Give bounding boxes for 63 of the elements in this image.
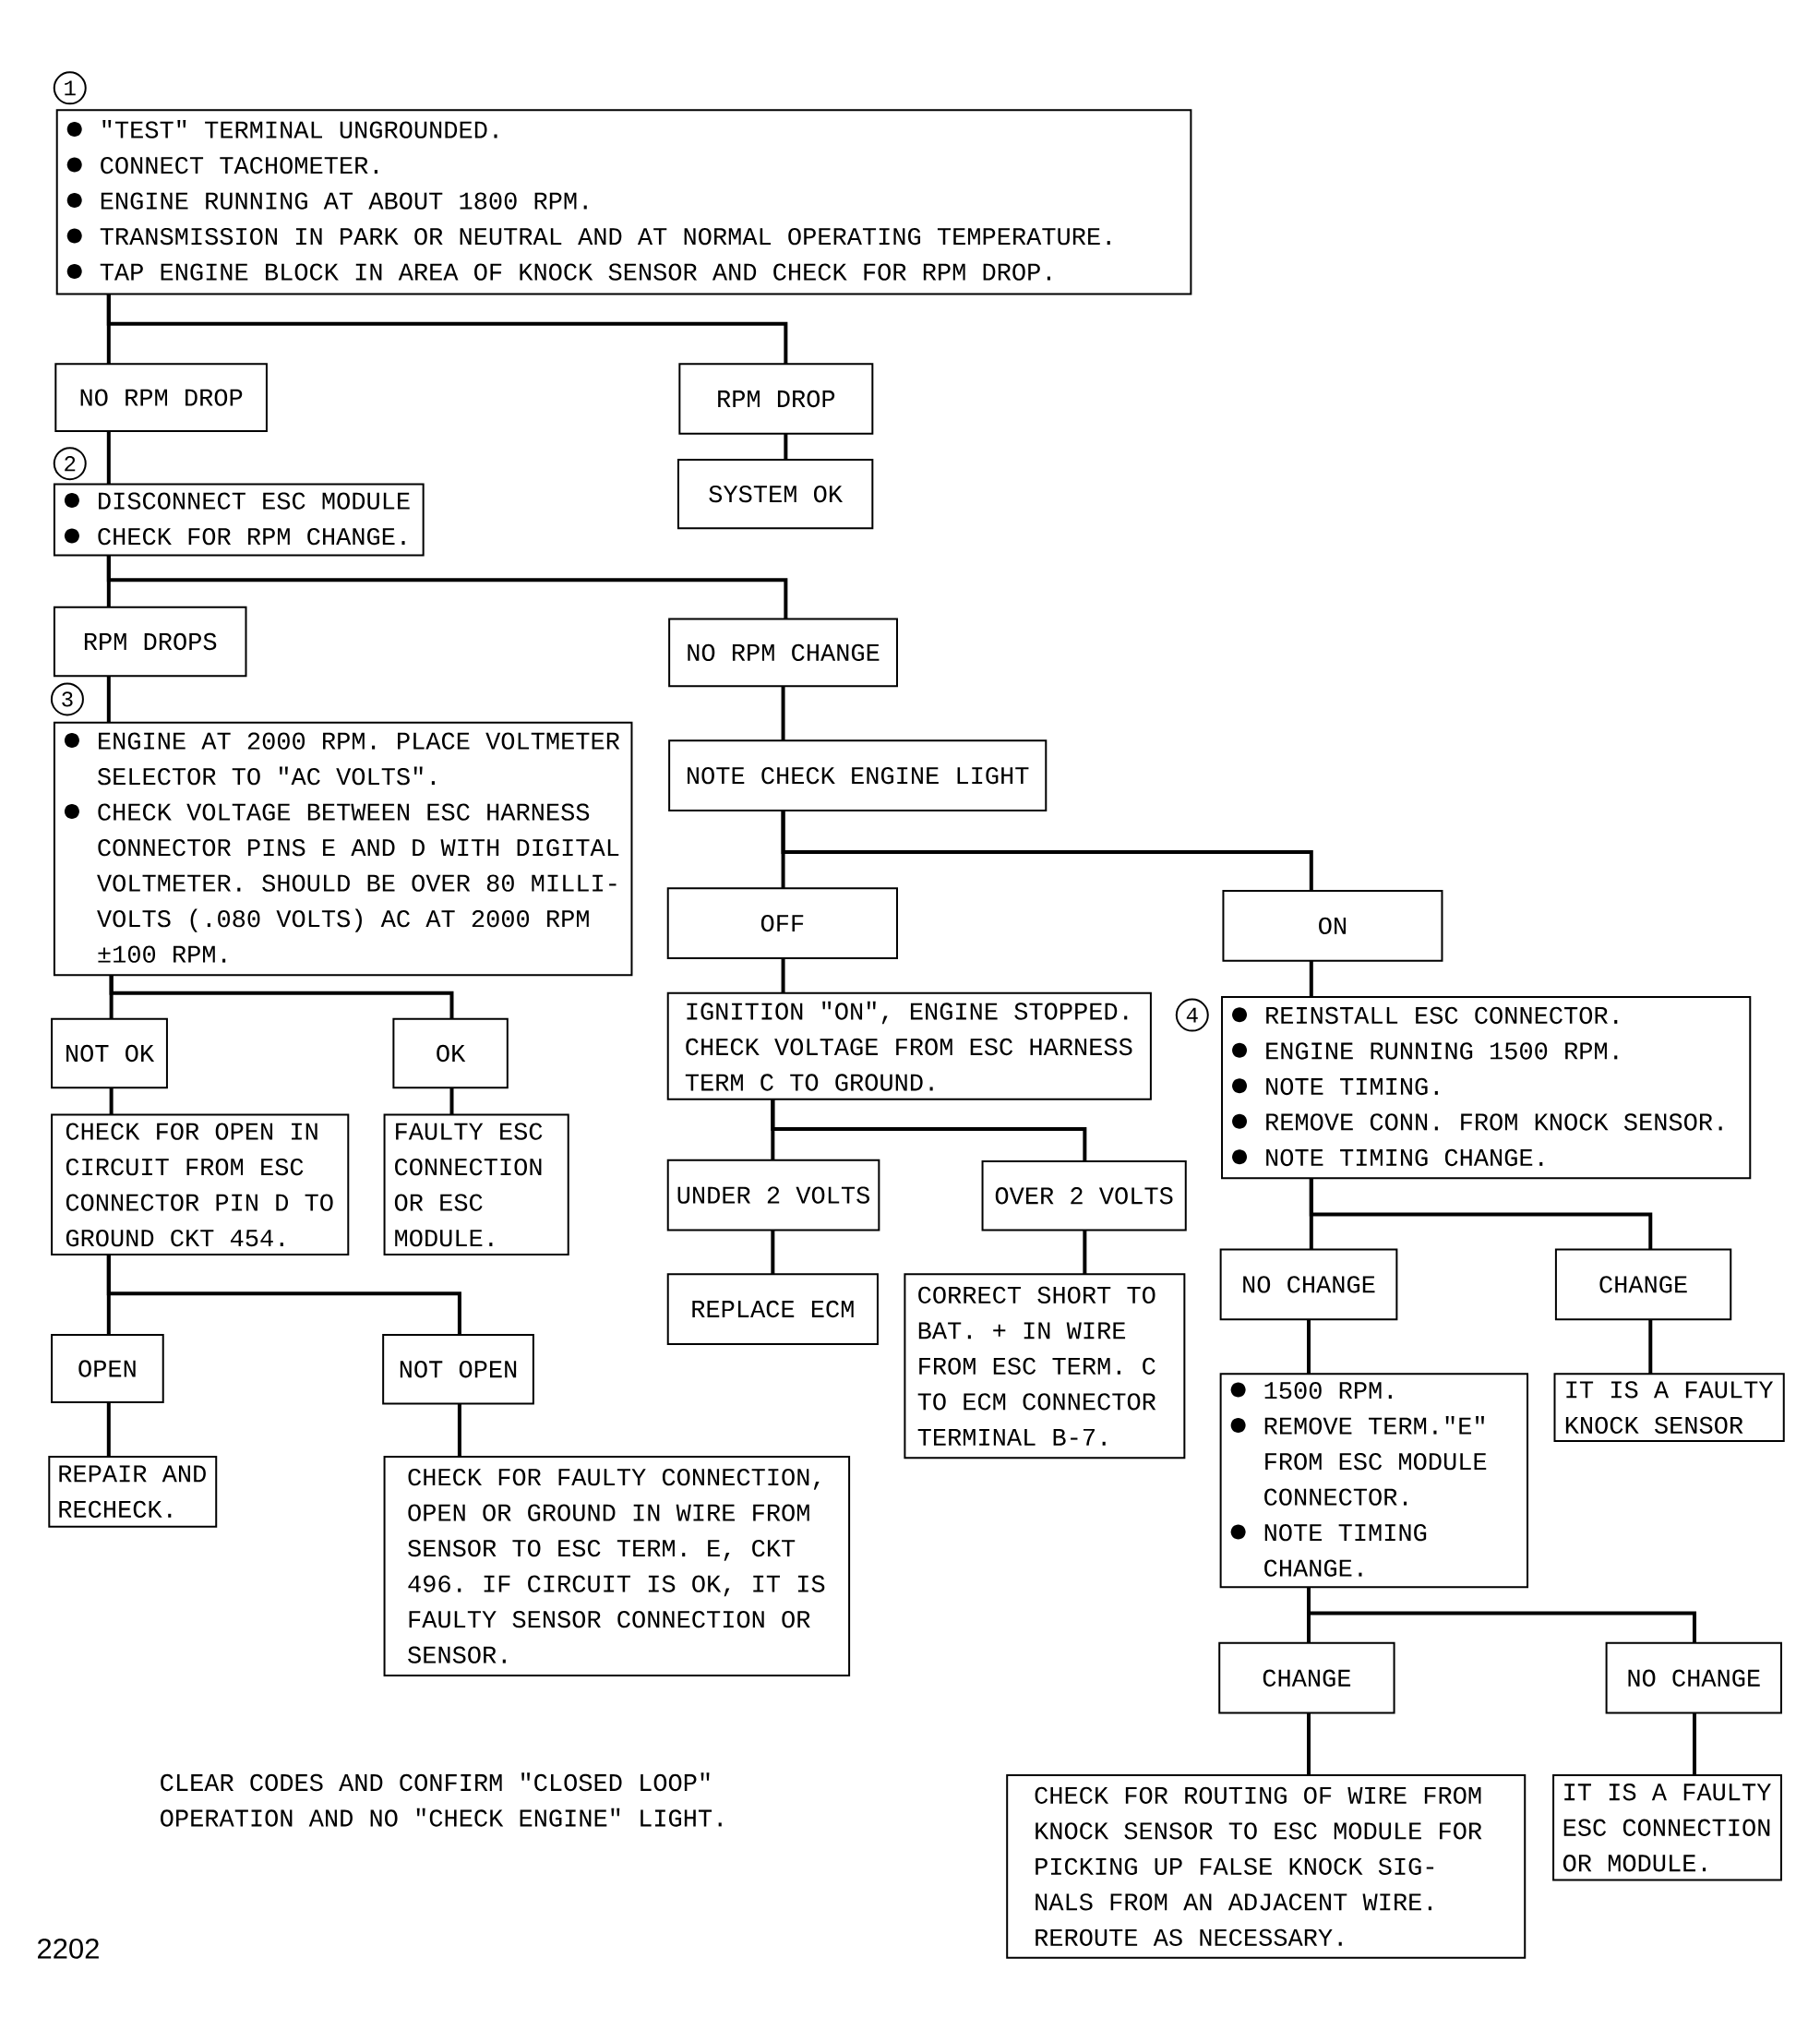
connector-line [1309, 960, 1313, 997]
process-box: ON [1222, 889, 1443, 962]
step-number: 3 [50, 682, 84, 716]
process-box: OVER 2 VOLTS [981, 1160, 1187, 1231]
process-box: UNDER 2 VOLTS [666, 1159, 880, 1231]
connector-line [1648, 1319, 1653, 1375]
process-box: NOT OPEN [382, 1334, 534, 1405]
connector-line [1307, 1712, 1311, 1775]
process-box: CORRECT SHORT TO BAT. + IN WIRE FROM ESC TERM. C TO ECM CONNECTOR TERMINAL B-7. [904, 1273, 1186, 1459]
process-box: OK [392, 1017, 509, 1089]
process-box: RPM DROP [678, 363, 874, 435]
process-box: CHECK FOR FAULTY CONNECTION, OPEN OR GROUND IN WIRE FROM SENSOR TO ESC TERM. E, CKT 496. IF CIRCUIT IS OK, IT IS FAULTY SENSOR CONNECTION OR SENSOR. [383, 1455, 851, 1676]
connector-line [106, 294, 788, 365]
process-box: NO CHANGE [1605, 1641, 1782, 1714]
step-number: 2 [53, 447, 87, 481]
process-box: OFF [666, 887, 898, 959]
connector-line [1692, 1712, 1696, 1775]
connector-line [106, 431, 111, 485]
step-number: 4 [1175, 998, 1209, 1032]
process-box: REINSTALL ESC CONNECTOR. ENGINE RUNNING 1500 RPM. NOTE TIMING. REMOVE CONN. FROM KNOCK SENSOR. NOTE TIMING CHANGE. [1221, 996, 1752, 1180]
connector-line [781, 686, 785, 741]
process-box: "TEST" TERMINAL UNGROUNDED. CONNECT TACHOMETER. ENGINE RUNNING AT ABOUT 1800 RPM. TRANSMISSION IN PARK OR NEUTRAL AND AT NORMAL OPERATING TEMPERATURE. TAP ENGINE BLOCK IN AREA OF KNOCK SENSOR AND CHECK FOR RPM DROP. [55, 109, 1192, 295]
connector-line [449, 1087, 454, 1115]
connector-line [1309, 1178, 1653, 1250]
process-box: OPEN [51, 1334, 164, 1403]
process-box: REPLACE ECM [666, 1273, 879, 1345]
connector-line [109, 1087, 114, 1115]
connector-line [1083, 1230, 1087, 1275]
process-box: ENGINE AT 2000 RPM. PLACE VOLTMETER SELECTOR TO "AC VOLTS". CHECK VOLTAGE BETWEEN ESC HARNESS CONNECTOR PINS E AND D WITH DIGITAL VOLTMETER. SHOULD BE OVER 80 MILLI- VOLTS (.080 VOLTS) AC AT 2000 RPM ±100 RPM. [53, 721, 633, 977]
figure-number: 2202 [38, 1938, 99, 1959]
process-box: IT IS A FAULTY KNOCK SENSOR [1553, 1373, 1785, 1443]
connector-line [771, 1099, 1087, 1162]
connector-line [106, 555, 788, 619]
process-box: CHECK FOR OPEN IN CIRCUIT FROM ESC CONNECTOR PIN D TO GROUND CKT 454. [51, 1113, 350, 1256]
process-box: RPM DROPS [53, 606, 247, 678]
process-box: CHANGE [1554, 1248, 1732, 1321]
process-box: NOTE CHECK ENGINE LIGHT [668, 739, 1048, 811]
process-box: FAULTY ESC CONNECTION OR ESC MODULE. [383, 1113, 569, 1256]
connector-line [1307, 1587, 1696, 1643]
connector-line [1307, 1319, 1311, 1375]
connector-line [106, 1255, 461, 1336]
connector-line [106, 676, 111, 723]
process-box: NO CHANGE [1219, 1248, 1398, 1321]
process-box: IT IS A FAULTY ESC CONNECTION OR MODULE. [1552, 1773, 1782, 1881]
connector-line [109, 975, 454, 1019]
connector-line [106, 1402, 111, 1457]
process-box: DISCONNECT ESC MODULE CHECK FOR RPM CHANGE. [53, 483, 425, 557]
connector-line [781, 811, 1313, 891]
connector-line [781, 957, 785, 993]
connector-line [771, 1230, 775, 1275]
note-text: CLEAR CODES AND CONFIRM "CLOSED LOOP" OPERATION AND NO "CHECK ENGINE" LIGHT. [161, 1772, 722, 1827]
step-number: 1 [53, 71, 87, 105]
connector-line [784, 433, 788, 460]
process-box: 1500 RPM. REMOVE TERM."E" FROM ESC MODULE CONNECTOR. NOTE TIMING CHANGE. [1219, 1373, 1529, 1589]
process-box: SYSTEM OK [677, 458, 874, 530]
process-box: NOT OK [51, 1017, 168, 1089]
connector-line [457, 1403, 461, 1457]
process-box: NO RPM DROP [54, 363, 268, 433]
process-box: NO RPM CHANGE [668, 618, 898, 688]
process-box: CHECK FOR ROUTING OF WIRE FROM KNOCK SENSOR TO ESC MODULE FOR PICKING UP FALSE KNOCK SIG- NALS FROM AN ADJACENT WIRE. REROUTE AS NECESSARY. [1006, 1773, 1527, 1959]
process-box: IGNITION "ON", ENGINE STOPPED. CHECK VOLTAGE FROM ESC HARNESS TERM C TO GROUND. [666, 991, 1152, 1100]
process-box: REPAIR AND RECHECK. [48, 1455, 218, 1528]
process-box: CHANGE [1218, 1641, 1395, 1714]
